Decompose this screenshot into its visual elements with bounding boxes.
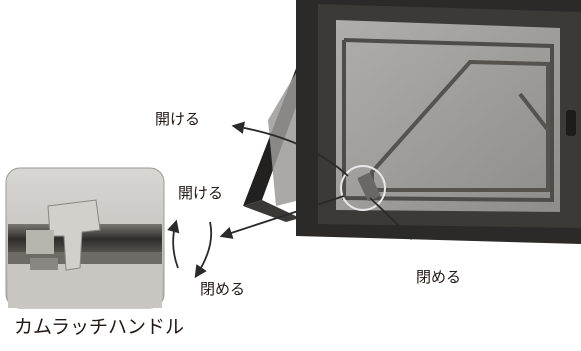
window-frame (296, 0, 581, 244)
inset-photo (5, 167, 165, 309)
arrows (167, 121, 412, 279)
open-arrow-inset (167, 219, 180, 269)
handle-highlight-circle (340, 165, 386, 211)
open-label-upper: 開ける (155, 110, 201, 128)
close-arrow-inset (194, 221, 213, 279)
close-label-inset: 閉める (200, 280, 246, 298)
open-arrow-upper (231, 121, 349, 177)
close-label-right: 閉める (416, 268, 462, 286)
open-label-inset: 開ける (178, 184, 224, 202)
close-arrow-right (369, 197, 412, 240)
pointer-line-to-inset (219, 195, 345, 239)
caption-cam-latch-handle: カムラッチハンドル (14, 316, 185, 338)
